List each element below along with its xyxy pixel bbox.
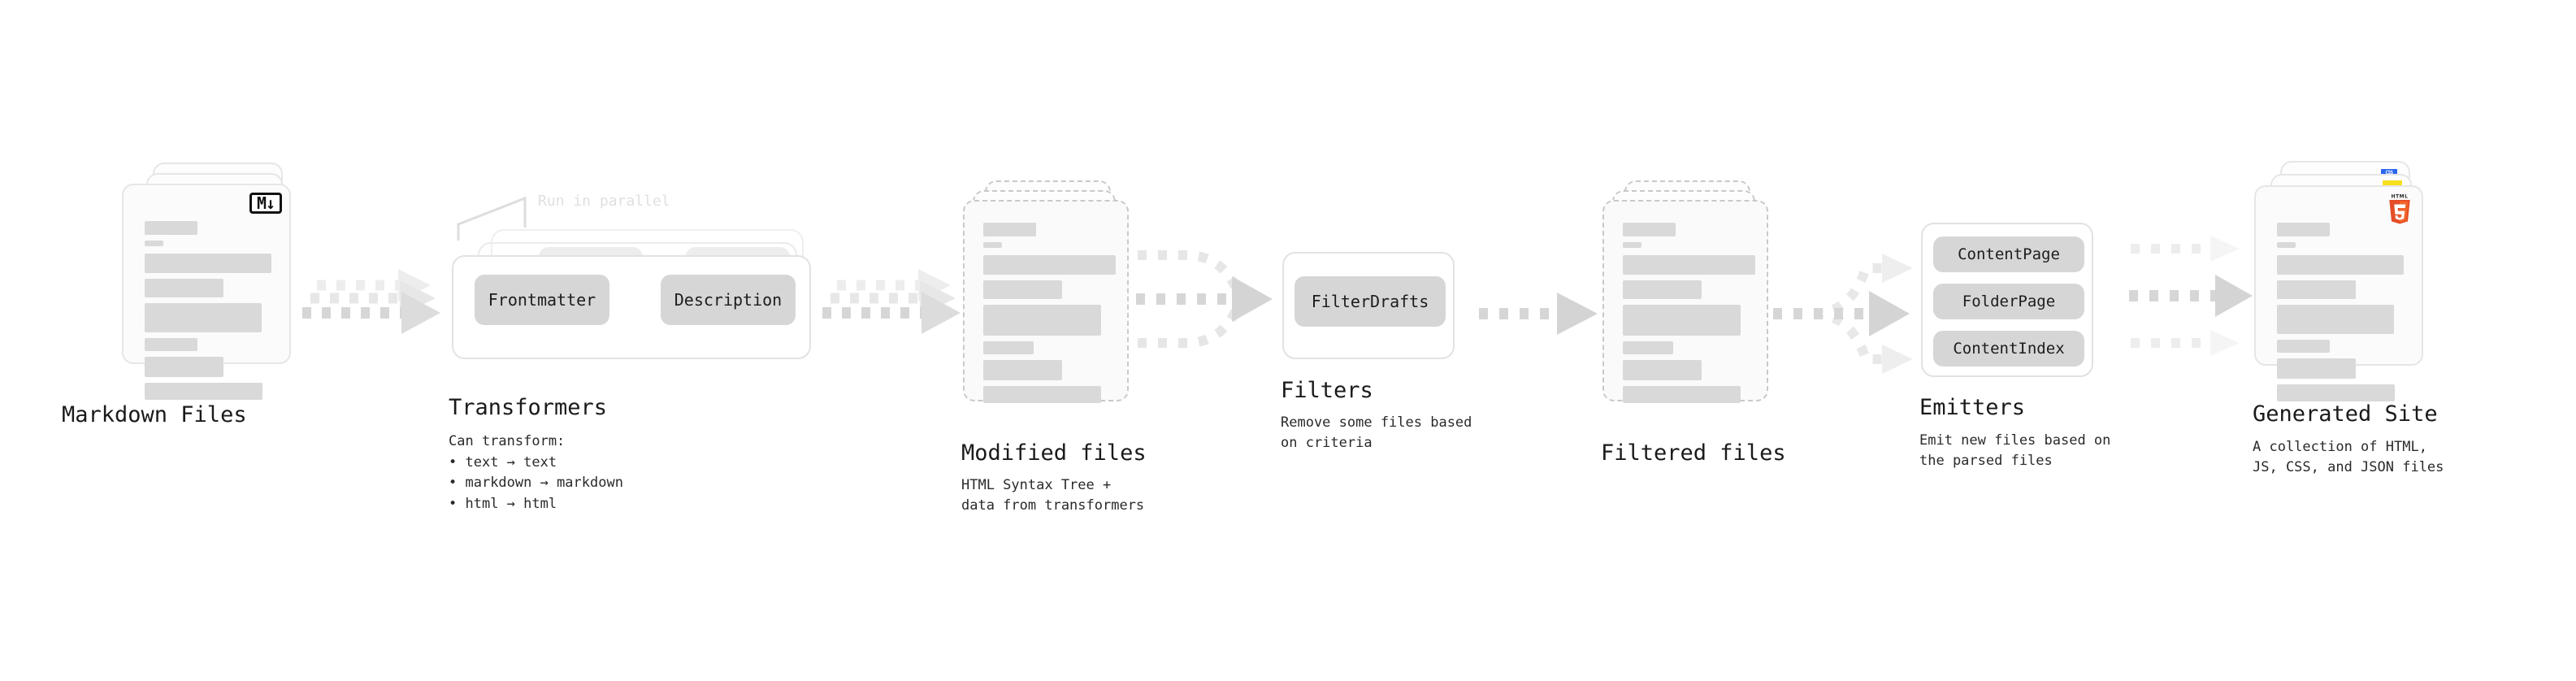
emitters-caption: Emit new files based on the parsed files: [1919, 432, 2111, 469]
card-bar: [983, 280, 1062, 299]
card-bar: [1623, 305, 1741, 336]
stage-modified-files: Modified files HTML Syntax Tree + data f…: [961, 180, 1158, 514]
stage-title-emitters: Emitters: [1919, 395, 2026, 420]
card-bar: [2277, 340, 2330, 353]
emitters-box: ContentPage FolderPage ContentIndex: [1921, 223, 2093, 377]
filter-chip-filterdrafts[interactable]: FilterDrafts: [1295, 276, 1446, 327]
card-bar: [2277, 384, 2395, 401]
card-bar: [1623, 341, 1673, 354]
card-bar: [145, 254, 271, 273]
filters-caption: Remove some files based on criteria: [1281, 414, 1472, 451]
card-bar: [2277, 305, 2394, 334]
generated-site-caption: A collection of HTML, JS, CSS, and JSON …: [2253, 439, 2444, 475]
card-bar: [1623, 223, 1676, 236]
filtered-card-front: [1602, 200, 1768, 403]
card-bar: [1623, 360, 1702, 380]
run-in-parallel-label: Run in parallel: [538, 193, 670, 210]
card-bar: [2277, 255, 2404, 275]
svg-text:HTML: HTML: [2392, 194, 2409, 199]
transformers-bullet: markdown → markdown: [449, 473, 622, 494]
card-bar: [1623, 255, 1755, 275]
emitter-chip-contentpage[interactable]: ContentPage: [1933, 236, 2084, 272]
card-bar: [145, 279, 223, 297]
stage-title-filtered-files: Filtered files: [1601, 440, 1786, 466]
card-bar: [2277, 223, 2330, 236]
card-bar: [145, 338, 197, 351]
filters-box: FilterDrafts: [1282, 252, 1455, 359]
card-bar: [983, 255, 1116, 275]
markdown-icon: M↓: [249, 193, 282, 214]
connector-modified-to-filters: [1136, 244, 1290, 374]
stage-title-transformers: Transformers: [449, 395, 608, 420]
stage-title-generated-site: Generated Site: [2253, 401, 2438, 427]
markdown-card-front: M↓: [122, 184, 291, 400]
stage-title-filters: Filters: [1281, 378, 1373, 403]
card-bar: [2277, 242, 2296, 248]
card-bar: [145, 241, 163, 246]
card-bar: [983, 223, 1036, 236]
card-bar: [983, 242, 1002, 248]
card-bar: [983, 305, 1101, 336]
card-bar: [1623, 242, 1641, 248]
transformers-bullet: html → html: [449, 494, 623, 515]
transformers-caption-lead: Can transform:: [449, 433, 566, 449]
card-bar: [983, 341, 1034, 354]
modified-files-caption: HTML Syntax Tree + data from transformer…: [961, 477, 1145, 514]
transformer-chip-description[interactable]: Description: [661, 275, 796, 325]
card-bar: [2277, 280, 2356, 299]
transformers-bullet-list: text → text markdown → markdown html → h…: [449, 453, 623, 515]
card-bar: [145, 383, 262, 400]
transformers-box-front: Frontmatter Description: [452, 255, 811, 359]
card-bar: [2277, 358, 2356, 379]
card-bar: [145, 303, 262, 332]
emitter-chip-folderpage[interactable]: FolderPage: [1933, 284, 2084, 319]
card-bar: [1623, 280, 1702, 299]
connector-emitters-to-site: [2129, 236, 2283, 374]
html5-icon: HTML: [2389, 194, 2410, 224]
stage-filtered-files: Filtered files: [1601, 180, 1798, 466]
connector-transformers-to-modified: [822, 264, 977, 337]
transformer-chip-frontmatter[interactable]: Frontmatter: [475, 275, 609, 325]
stage-generated-site: CSS HTML Generated Site A collection of …: [2253, 161, 2482, 475]
transformers-bullet: text → text: [449, 453, 623, 474]
modified-card-front: [963, 200, 1129, 403]
stage-title-markdown-files: Markdown Files: [62, 402, 247, 427]
card-bar: [983, 386, 1101, 403]
stage-title-modified-files: Modified files: [961, 440, 1147, 466]
card-bar: [1623, 386, 1741, 403]
connector-markdown-to-transformers: [302, 264, 457, 337]
run-in-parallel-bracket: [457, 196, 527, 241]
stage-transformers: Run in parallel Frontma: [449, 192, 834, 512]
stage-filters: FilterDrafts Filters Remove some files b…: [1281, 252, 1494, 496]
card-bar: [983, 360, 1062, 380]
stage-markdown-files: M↓ Markdown Files: [62, 163, 333, 439]
stage-emitters: ContentPage FolderPage ContentIndex Emit…: [1919, 223, 2149, 469]
card-bar: [145, 357, 223, 377]
emitter-chip-contentindex[interactable]: ContentIndex: [1933, 331, 2084, 367]
site-card-front: HTML: [2254, 185, 2423, 401]
connector-filtered-to-emitters: [1773, 244, 1928, 382]
connector-filters-to-filtered: [1479, 289, 1609, 338]
css3-icon: CSS: [2381, 169, 2397, 176]
card-bar: [145, 221, 197, 235]
transformers-caption: Can transform: text → text markdown → ma…: [449, 432, 623, 514]
